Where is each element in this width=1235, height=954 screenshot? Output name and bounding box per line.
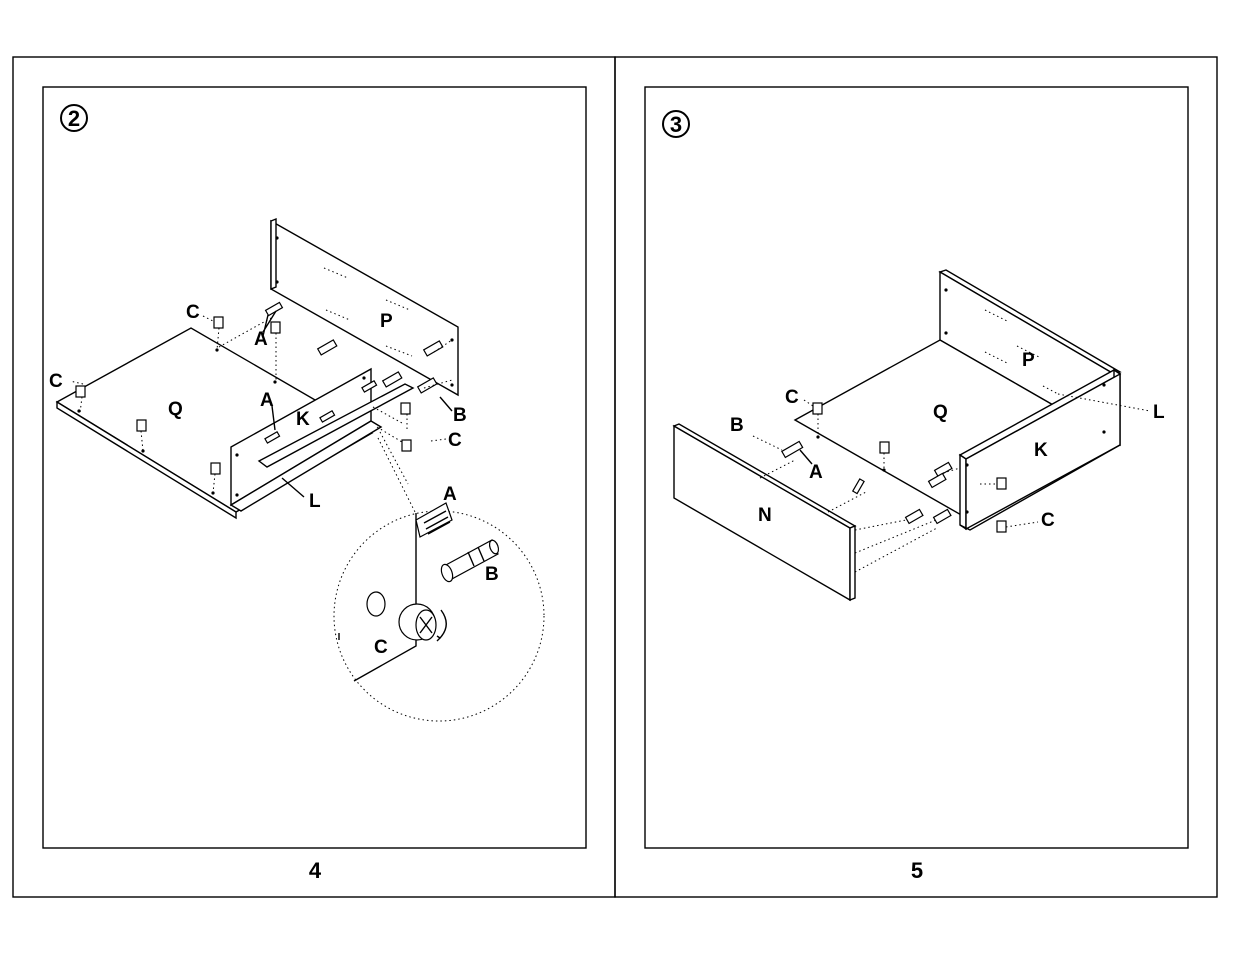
panel-p <box>271 219 458 395</box>
label-hw-a: A <box>260 390 274 411</box>
label-hw-b: B <box>453 405 467 426</box>
cam-lock-icon <box>76 386 85 397</box>
cam-bolt-icon <box>906 509 923 523</box>
label-l: L <box>309 491 321 512</box>
cam-bolt-icon <box>782 441 803 457</box>
label-p: P <box>1022 350 1035 371</box>
detail-hole-icon <box>367 592 385 616</box>
cam-bolt-icon <box>383 372 402 387</box>
label-l: L <box>1153 402 1165 423</box>
label-hw-c: C <box>186 302 200 323</box>
page-right: 3 <box>615 57 1217 897</box>
step-number-badge: 2 <box>61 105 87 131</box>
cam-lock-icon <box>137 420 146 431</box>
cam-lock-icon <box>402 440 411 451</box>
step-number: 3 <box>670 112 682 137</box>
label-hw-a: A <box>254 329 268 350</box>
step-number: 2 <box>68 106 80 131</box>
label-detail-b: B <box>485 564 499 585</box>
page-number: 5 <box>911 858 923 883</box>
label-k: K <box>1034 440 1048 461</box>
label-hw-c: C <box>785 387 799 408</box>
step-number-badge: 3 <box>663 111 689 137</box>
label-q: Q <box>933 402 948 423</box>
label-p: P <box>380 311 393 332</box>
cam-lock-icon <box>214 317 223 328</box>
label-n: N <box>758 505 772 526</box>
label-q: Q <box>168 399 183 420</box>
cam-lock-icon <box>401 403 410 414</box>
cam-lock-icon <box>211 463 220 474</box>
cam-bolt-icon <box>934 509 951 523</box>
cam-bolt-icon <box>318 340 337 355</box>
label-detail-a: A <box>443 484 457 505</box>
cam-lock-icon <box>813 403 822 414</box>
cam-lock-icon <box>880 442 889 453</box>
label-hw-c: C <box>49 371 63 392</box>
cam-lock-icon <box>997 478 1006 489</box>
detail-zoom-circle <box>334 503 544 721</box>
label-hw-a: A <box>809 462 823 483</box>
page-left-outer-frame <box>13 57 615 897</box>
label-k: K <box>296 409 310 430</box>
cam-lock-icon <box>997 521 1006 532</box>
label-detail-c: C <box>374 637 388 658</box>
label-hw-c: C <box>1041 510 1055 531</box>
page-left: 2 <box>13 57 615 897</box>
page-number: 4 <box>309 858 322 883</box>
label-hw-c: C <box>448 430 462 451</box>
label-hw-b: B <box>730 415 744 436</box>
cam-lock-icon <box>271 322 280 333</box>
dowel-icon <box>853 479 864 494</box>
